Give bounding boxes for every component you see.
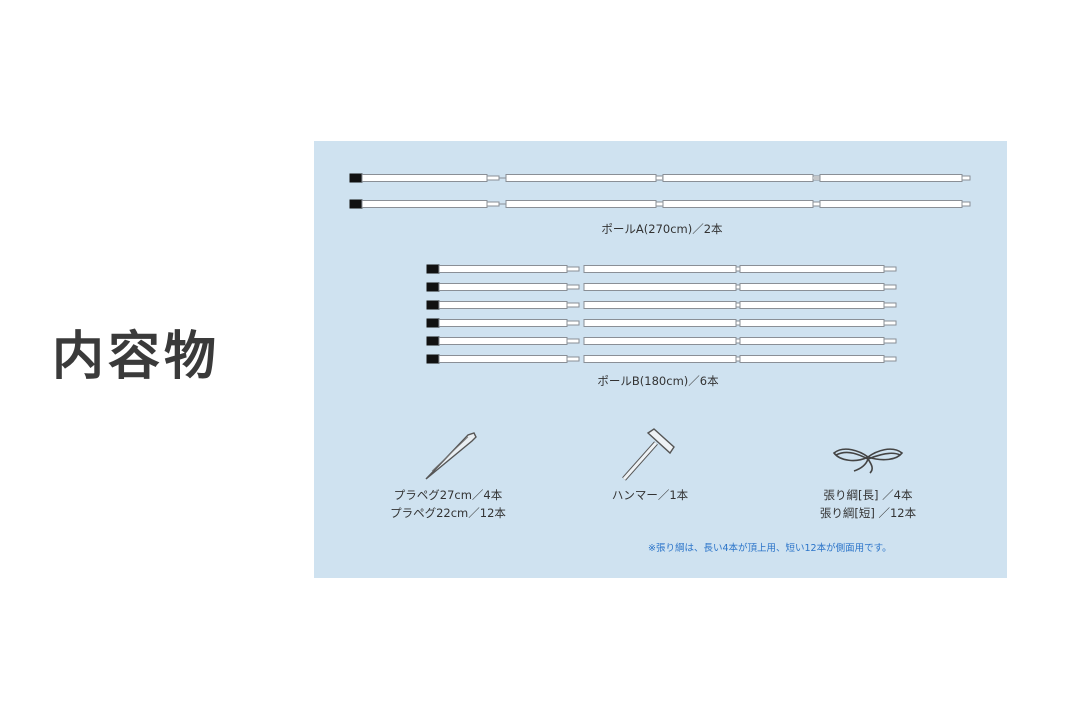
pole-icon [426,264,897,364]
peg-27-label: プラペグ27cm／4本 [393,488,503,502]
hammer-icon [622,428,675,481]
rope-label: 張り綱[長] ／4本 張り綱[短] ／12本 [820,487,916,523]
peg-22-label: プラペグ22cm／12本 [390,505,506,520]
pole-a-label: ポールA(270cm)／2本 [601,222,723,236]
rope-icon [832,448,904,474]
rope-note: ※張り綱は、長い4本が頂上用、短い12本が側面用です。 [648,543,892,554]
pole-b-illustration [426,264,897,364]
pole-icon [349,173,971,209]
hammer-label: ハンマー／1本 [611,488,689,502]
rope-short-label: 張り綱[短] ／12本 [819,505,917,520]
pole-b-label: ポールB(180cm)／6本 [597,374,719,388]
page-title: 内容物 [52,327,221,387]
peg-icon [425,432,477,480]
pole-a-illustration [349,173,971,209]
rope-long-label: 張り綱[長] ／4本 [823,488,913,502]
peg-label: プラペグ27cm／4本 プラペグ22cm／12本 [390,487,506,523]
contents-panel: ポールA(270cm)／2本 [314,141,1007,578]
